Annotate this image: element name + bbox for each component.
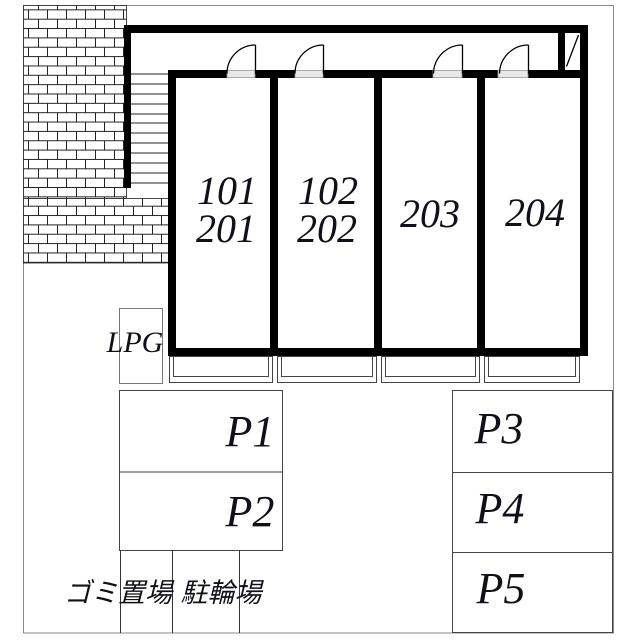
labels: 101 201 102 202 203 204 LPG P1 P2 P3 P4 …: [64, 168, 565, 613]
balcony-outer: [277, 356, 377, 383]
bicycle-parking-label: 駐輪場: [181, 578, 265, 608]
parking-label-p1: P1: [225, 407, 275, 456]
door-swing-unit-204: [498, 44, 530, 74]
door-thresholds: [226, 70, 529, 78]
unit-left-wall: [168, 70, 176, 356]
balcony-outer: [381, 356, 480, 383]
parking-label-p5: P5: [476, 564, 526, 613]
unit-label-101: 101: [197, 168, 257, 213]
brick-wall-upper: [23, 5, 127, 199]
door-threshold: [226, 70, 256, 78]
unit-divider-wall-1: [270, 70, 278, 356]
corridor-top-wall: [124, 25, 588, 33]
bottom-strip-cells: [120, 550, 240, 633]
door-swing-unit-203: [432, 44, 464, 74]
unit-label-202: 202: [297, 206, 357, 251]
brick-wall: [23, 5, 169, 264]
parking-label-p2: P2: [225, 487, 275, 536]
unit-divider-wall-2: [374, 70, 382, 356]
balcony-inner: [281, 356, 373, 377]
parking-label-p3: P3: [474, 404, 524, 453]
unit-top-wall-segment: [528, 70, 588, 78]
entry-doors: [226, 34, 580, 74]
page-border: [23, 5, 614, 634]
balcony-outer: [169, 356, 273, 383]
corner-closet-wall: [558, 33, 565, 70]
balcony-inner: [488, 356, 576, 377]
balcony-inner: [385, 356, 476, 377]
left-exterior-wall: [124, 25, 131, 188]
door-swing-unit-102-202: [294, 44, 325, 74]
door-swing-unit-101-201: [226, 44, 257, 74]
door-threshold: [294, 70, 324, 78]
parking-label-p4: P4: [475, 484, 525, 533]
corner-closet-door-line: [565, 34, 580, 67]
balconies: [169, 356, 580, 383]
balcony-outer: [484, 356, 580, 383]
garbage-area-label: ゴミ置場: [64, 578, 175, 608]
lpg-storage-box: [119, 308, 163, 384]
unit-top-wall-segment: [255, 70, 295, 78]
right-exterior-wall: [580, 25, 588, 356]
brick-wall-lower: [23, 198, 169, 264]
unit-divider-wall-3: [477, 70, 485, 356]
unit-top-wall-segment: [323, 70, 433, 78]
balcony-inner: [173, 356, 269, 377]
staircase: [131, 73, 168, 184]
parking-box-p3-p5: [452, 390, 613, 633]
unit-top-wall-segment: [462, 70, 498, 78]
unit-label-203: 203: [400, 191, 460, 236]
unit-top-wall-segment: [168, 70, 227, 78]
unit-label-102: 102: [298, 168, 358, 213]
lpg-label: LPG: [106, 326, 164, 359]
parking-box-p1-p2: [119, 390, 283, 551]
door-threshold: [432, 70, 463, 78]
parking-areas: [119, 390, 613, 633]
unit-label-204: 204: [505, 190, 565, 235]
door-threshold: [497, 70, 529, 78]
building-walls: [124, 25, 588, 356]
unit-label-201: 201: [196, 206, 256, 251]
